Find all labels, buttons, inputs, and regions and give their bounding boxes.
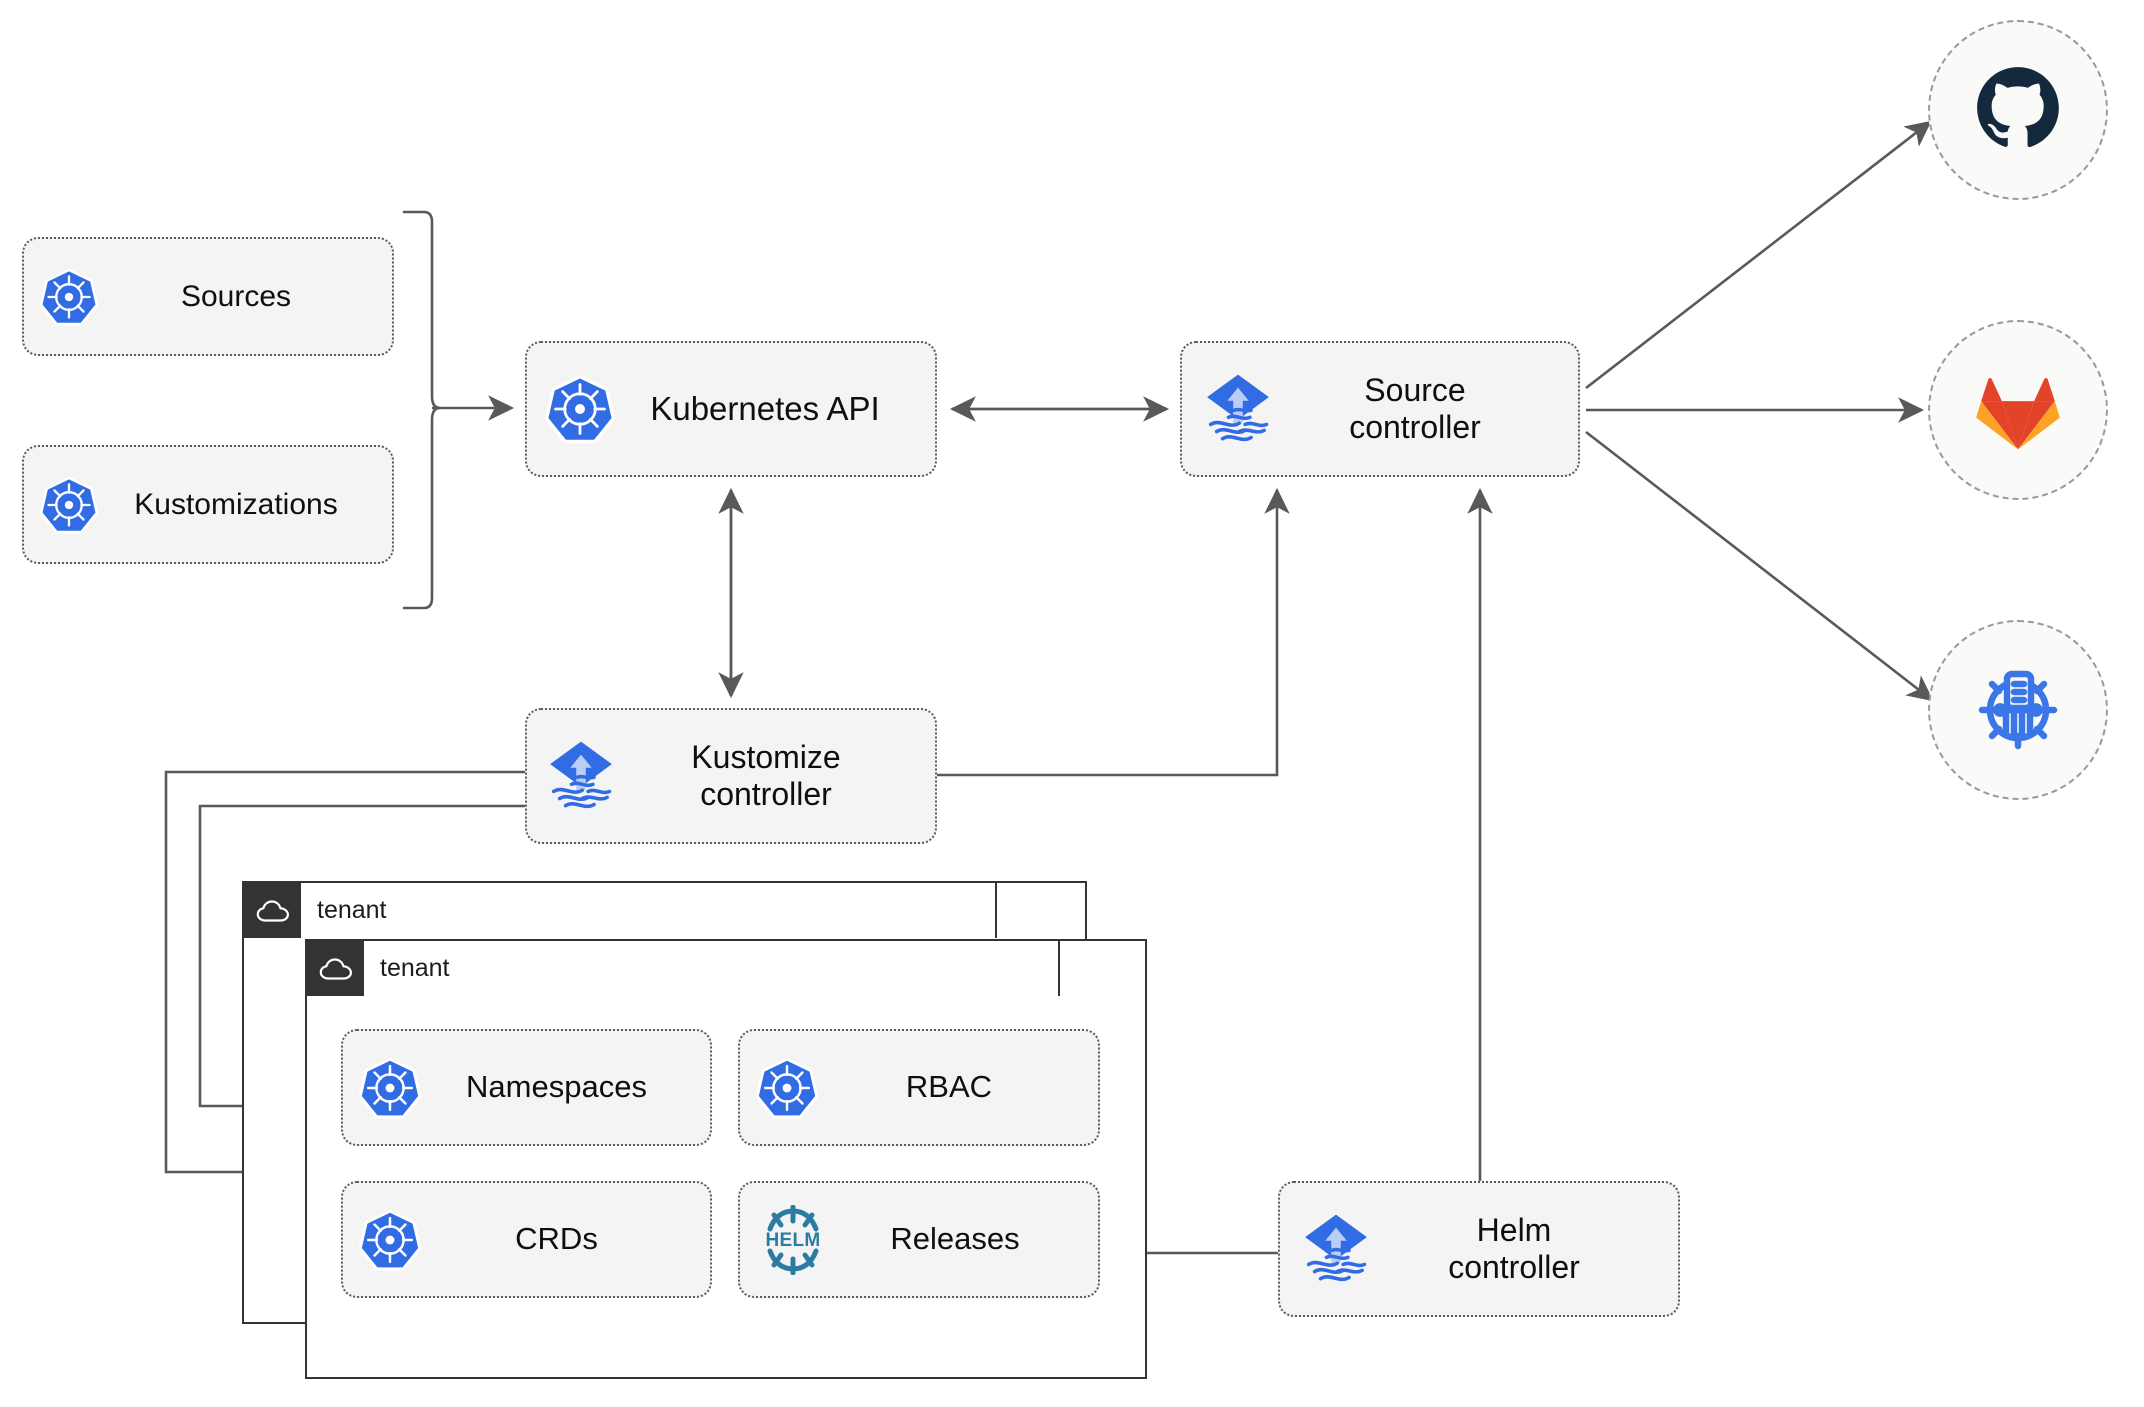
flux-icon (543, 738, 619, 814)
node-label-source-controller: Source controller (1349, 371, 1481, 445)
provider-helm-repository[interactable] (1928, 620, 2108, 800)
node-namespaces[interactable]: Namespaces (341, 1029, 712, 1146)
edge-srcctl-to-helmrepo (1585, 430, 1934, 702)
cloud-icon (244, 883, 301, 938)
node-source-controller[interactable]: Source controller (1180, 341, 1580, 477)
kubernetes-icon (543, 372, 617, 446)
node-kustomize-controller[interactable]: Kustomize controller (525, 708, 937, 844)
edge-kustctl-to-srcctl (937, 487, 1290, 777)
node-label-kubernetes-api: Kubernetes API (650, 389, 880, 427)
node-crds[interactable]: CRDs (341, 1181, 712, 1298)
tenant-tab-outer: tenant (242, 881, 997, 938)
cloud-icon (307, 941, 364, 996)
node-kubernetes-api[interactable]: Kubernetes API (525, 341, 937, 477)
provider-github[interactable] (1928, 20, 2108, 200)
node-kustomizations[interactable]: Kustomizations (22, 445, 394, 564)
node-label-kustomizations: Kustomizations (134, 487, 338, 521)
kubernetes-icon (38, 474, 100, 536)
tenant-frame-inner (305, 939, 1147, 1379)
kubernetes-icon (754, 1055, 820, 1121)
svg-text:HELM: HELM (765, 1230, 820, 1251)
kubernetes-icon (357, 1207, 423, 1273)
node-label-crds: CRDs (515, 1221, 598, 1257)
node-label-helm-controller: Helm controller (1448, 1211, 1580, 1285)
node-rbac[interactable]: RBAC (738, 1029, 1100, 1146)
node-releases[interactable]: HELM Releases (738, 1181, 1100, 1298)
flux-icon (1200, 371, 1276, 447)
flux-icon (1298, 1211, 1374, 1287)
node-label-releases: Releases (890, 1221, 1020, 1257)
tenant-label-outer: tenant (317, 896, 387, 924)
node-label-kustomize-controller: Kustomize controller (691, 738, 841, 812)
helm-repository-icon (1970, 660, 2066, 761)
helm-icon: HELM (754, 1204, 832, 1275)
gitlab-icon (1972, 364, 2064, 457)
provider-gitlab[interactable] (1928, 320, 2108, 500)
resources-brace (402, 210, 441, 610)
kubernetes-icon (357, 1055, 423, 1121)
node-sources[interactable]: Sources (22, 237, 394, 356)
node-label-sources: Sources (180, 279, 292, 313)
github-icon (1972, 62, 2064, 159)
node-label-rbac: RBAC (905, 1069, 993, 1105)
kubernetes-icon (38, 266, 100, 328)
tenant-tab-inner: tenant (305, 939, 1060, 996)
tenant-label-inner: tenant (380, 954, 450, 982)
edge-srcctl-to-github (1585, 120, 1932, 390)
node-helm-controller[interactable]: Helm controller (1278, 1181, 1680, 1317)
node-label-namespaces: Namespaces (466, 1069, 647, 1105)
